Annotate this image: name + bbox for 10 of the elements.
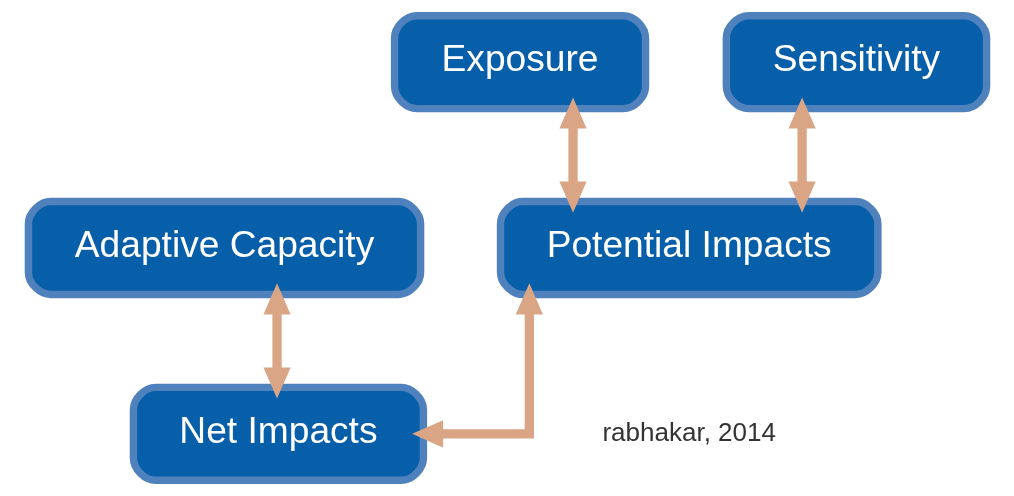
label: rabhakar, 2014 [601, 416, 776, 447]
node-box: Net Impacts [129, 383, 427, 485]
node-box: Sensitivity [722, 11, 990, 113]
node-box: Adaptive Capacity [24, 197, 424, 299]
arrow [411, 283, 543, 448]
arrow [788, 97, 816, 213]
arrow [558, 97, 587, 213]
node-box: Exposure [390, 11, 649, 113]
arrow [262, 283, 291, 399]
node-box: Potential Impacts [496, 197, 882, 299]
